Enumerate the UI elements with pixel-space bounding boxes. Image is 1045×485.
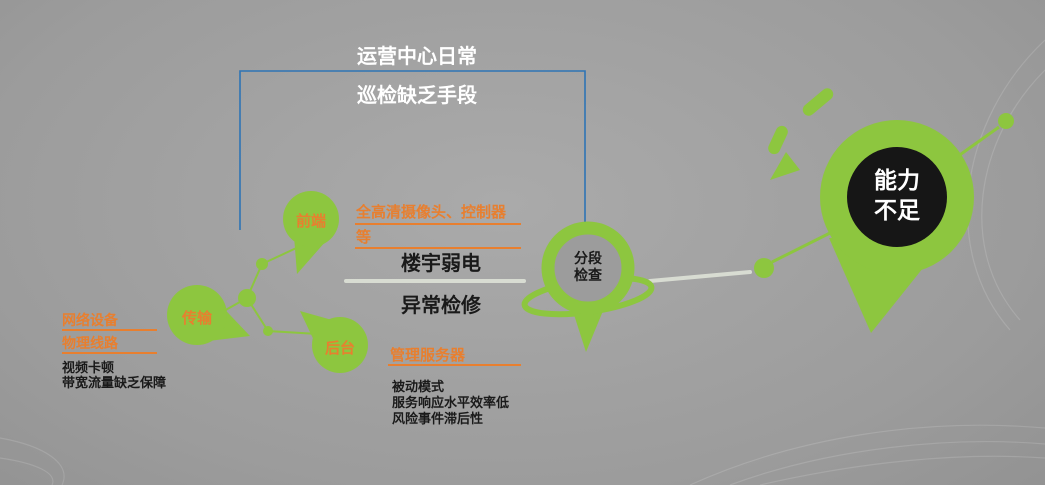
physical-lines-label: 物理线路 xyxy=(62,336,118,352)
underline xyxy=(62,352,157,354)
center-label-line2: 异常检修 xyxy=(401,293,481,317)
link-dot-left xyxy=(754,258,774,278)
front-devices-line2: 等 xyxy=(356,228,372,246)
passive-mode-label: 被动模式 xyxy=(392,380,445,395)
transmission-pin-label: 传输 xyxy=(181,309,212,327)
backend-pin-label: 后台 xyxy=(324,339,355,357)
link-dots xyxy=(754,113,1014,278)
cluster-dot xyxy=(256,258,268,270)
backend-pin-icon xyxy=(300,311,368,373)
capability-pin-label-line2: 不足 xyxy=(874,198,920,224)
cluster-dot xyxy=(238,289,256,307)
network-equipment-label: 网络设备 xyxy=(62,313,118,329)
mgmt-server-label: 管理服务器 xyxy=(390,346,466,364)
segment-pin-icon xyxy=(521,221,655,352)
title-bracket xyxy=(239,70,586,237)
segment-pin-label-line1: 分段 xyxy=(574,251,602,267)
underline xyxy=(62,329,157,331)
capability-pin-label-line1: 能力 xyxy=(874,168,920,194)
sparkle-icon xyxy=(768,88,834,180)
front-pin-label: 前端 xyxy=(295,212,326,230)
center-label-line1: 楼宇弱电 xyxy=(401,251,481,275)
transmission-pin-icon xyxy=(167,285,250,345)
underline xyxy=(388,364,521,366)
connector-right xyxy=(648,270,752,283)
bandwidth-label: 带宽流量缺乏保障 xyxy=(62,376,167,391)
underline xyxy=(355,247,521,249)
video-stutter-label: 视频卡顿 xyxy=(62,361,115,376)
capability-inner-circle xyxy=(847,147,947,247)
front-devices-line1: 全高清摄像头、控制器 xyxy=(356,203,507,221)
segment-pin-label-line2: 检查 xyxy=(574,268,602,284)
underline xyxy=(355,223,521,225)
risk-lag-label: 风险事件滞后性 xyxy=(392,412,484,427)
title-line2: 巡检缺乏手段 xyxy=(357,83,477,107)
capability-pin-icon xyxy=(820,120,974,333)
link-dot-right xyxy=(998,113,1014,129)
capability-pin-label: 能力 不足 xyxy=(845,166,949,226)
service-response-label: 服务响应水平效率低 xyxy=(392,396,510,411)
cluster-network xyxy=(221,243,319,336)
front-pin-icon xyxy=(283,191,339,274)
segment-pin-label: 分段 检查 xyxy=(556,251,620,285)
title-line1: 运营中心日常 xyxy=(357,44,477,68)
cluster-dot xyxy=(263,326,273,336)
